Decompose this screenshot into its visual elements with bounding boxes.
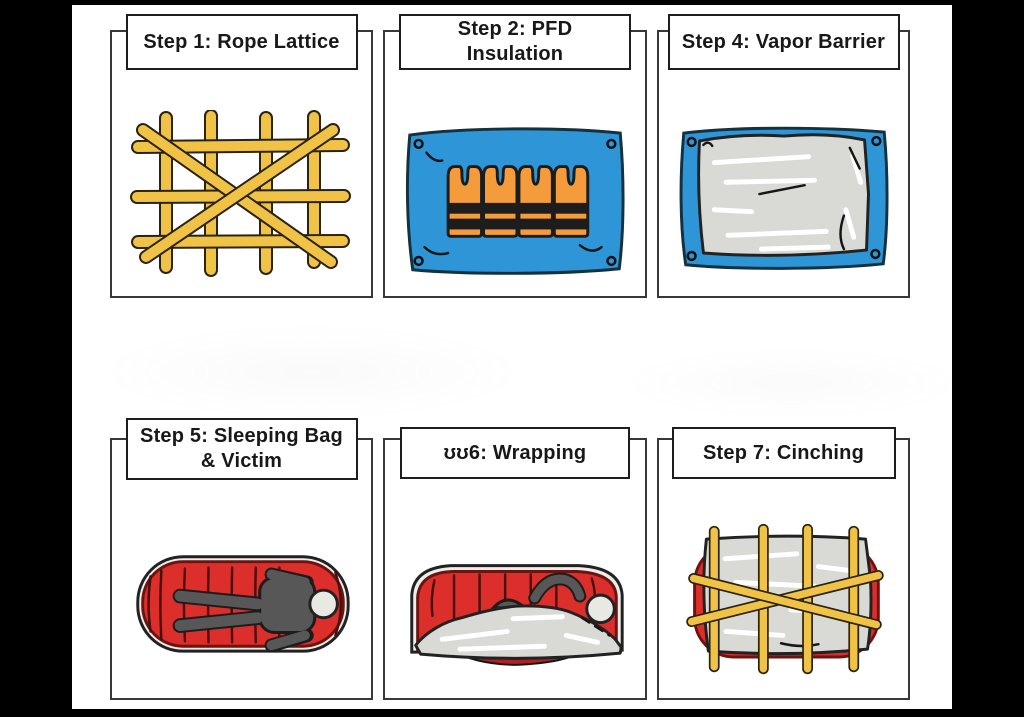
letterbox-left — [0, 0, 72, 717]
panel-step-4: Step 4: Vapor Barrier — [657, 14, 910, 298]
letterbox-bottom — [0, 709, 1024, 717]
background-smudge — [92, 327, 532, 417]
step-title: ʊʊ6: Wrapping — [400, 427, 630, 479]
panel-step-7: Step 7: Cinching — [657, 427, 910, 700]
letterbox-top — [0, 0, 1024, 5]
pfd-insulation-illustration — [397, 110, 633, 282]
letterbox-right — [952, 0, 1024, 717]
step-title: Step 7: Cinching — [671, 427, 896, 479]
step-title: Step 4: Vapor Barrier — [667, 14, 900, 70]
step-title: Step 5: Sleeping Bag & Victim — [125, 418, 358, 480]
panel-step-1: Step 1: Rope Lattice — [110, 14, 373, 298]
vapor-barrier-illustration — [671, 110, 896, 282]
wrapping-illustration — [397, 518, 633, 684]
diagram-canvas: Step 1: Rope Lattice Step 2: PFD Insulat… — [72, 5, 972, 709]
step-title: Step 2: PFD Insulation — [399, 14, 631, 70]
panel-step-2: Step 2: PFD Insulation — [383, 14, 647, 298]
background-smudge — [612, 353, 972, 413]
panel-step-5: Step 5: Sleeping Bag & Victim — [110, 418, 373, 700]
panel-step-6: ʊʊ6: Wrapping — [383, 427, 647, 700]
sleeping-bag-victim-illustration — [124, 518, 359, 684]
step-title: Step 1: Rope Lattice — [125, 14, 358, 70]
rope-lattice-illustration — [130, 110, 353, 282]
cinching-illustration — [671, 518, 896, 684]
